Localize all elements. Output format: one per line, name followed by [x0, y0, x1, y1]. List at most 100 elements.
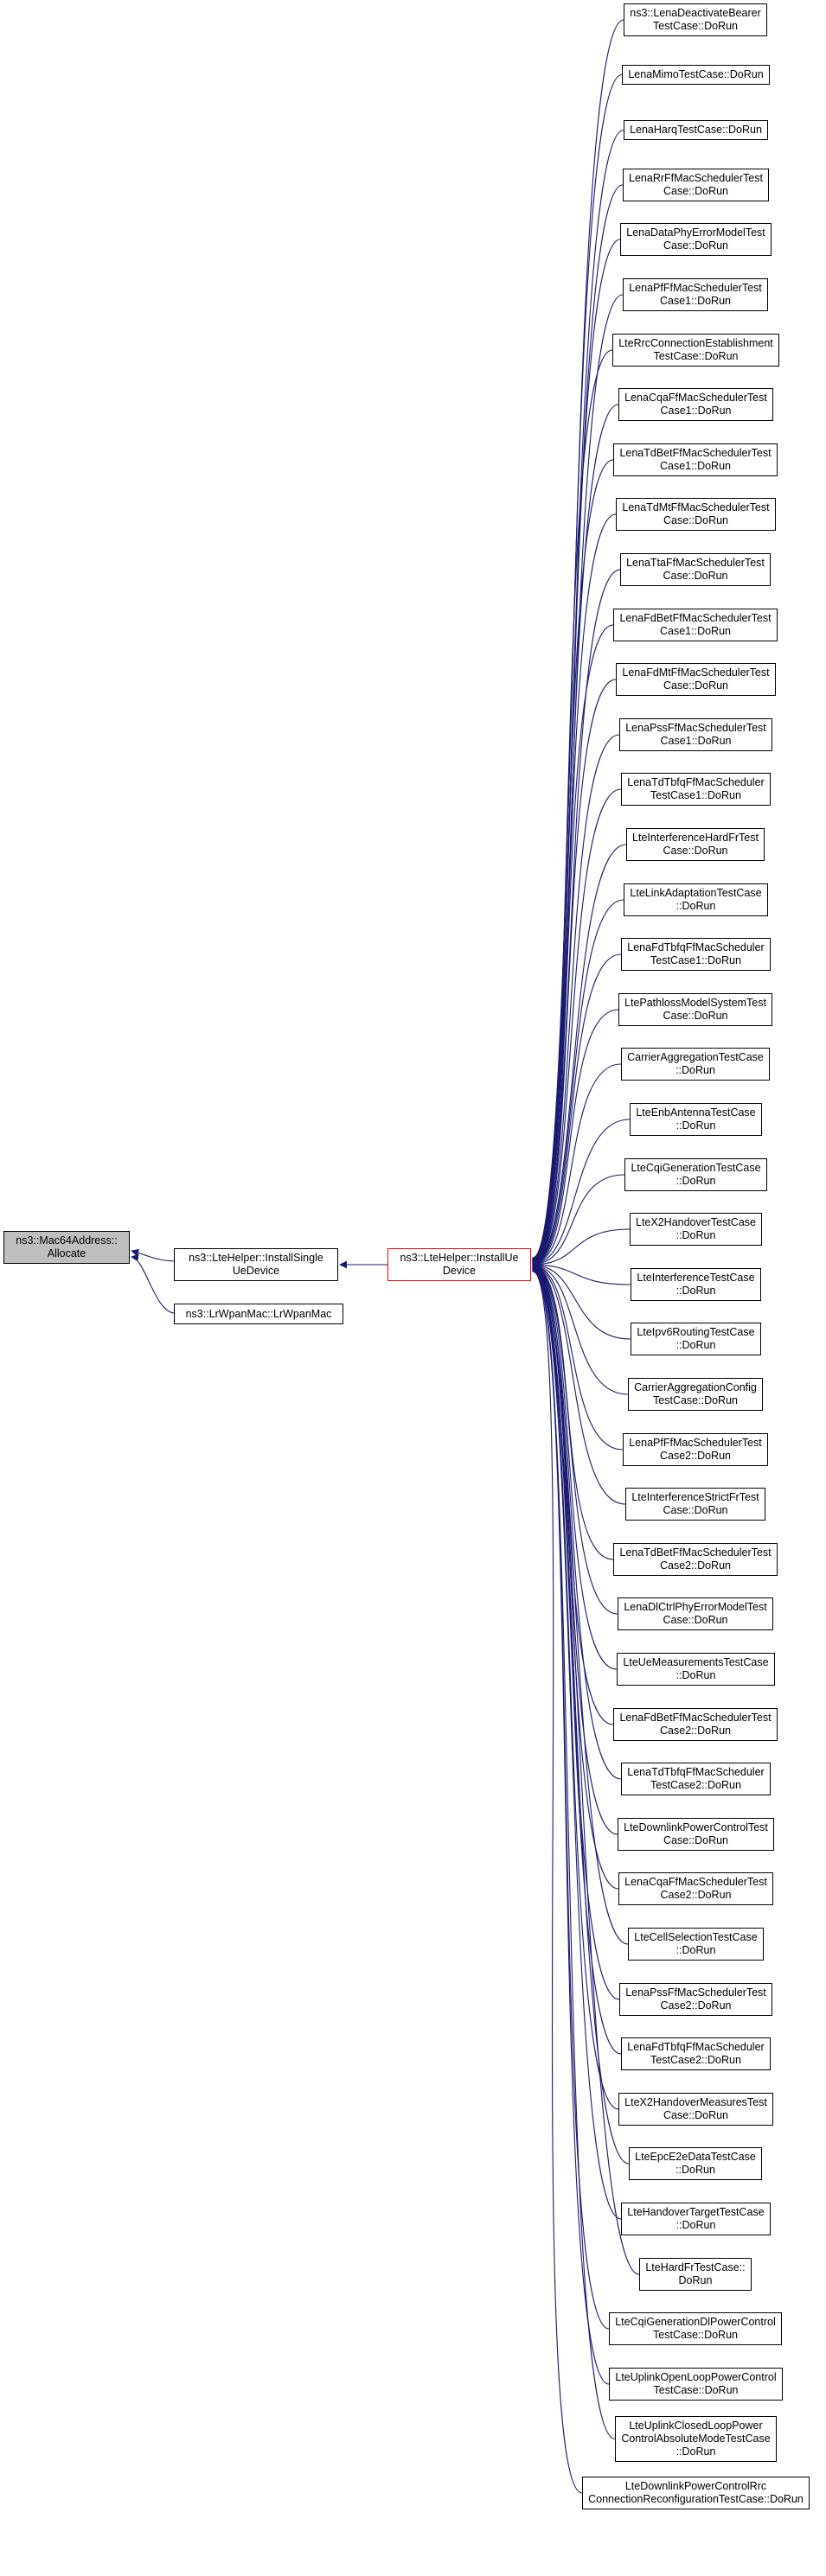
- edge-lteipv6routingtestcase-dorun-to-installuedevice: [532, 1261, 631, 1340]
- edge-ltedownlinkpowercontrolrrcconnectionreconfigurationtestcase-dorun-to-installuedevice: [532, 1267, 583, 2494]
- edge-installsingleuedevice-to-allocate: [131, 1248, 175, 1262]
- caller-node-lenaharqtestcase-dorun[interactable]: LenaHarqTestCase::DoRun: [624, 120, 768, 140]
- node-label-line: ::DoRun: [676, 2164, 715, 2176]
- node-label-line: LenaFdBetFfMacSchedulerTest: [619, 1712, 772, 1724]
- caller-node-lenamimotestcase-dorun[interactable]: LenaMimoTestCase::DoRun: [622, 65, 770, 85]
- node-label-line: Allocate: [47, 1247, 86, 1259]
- node-label-line: Case1::DoRun: [660, 460, 731, 472]
- node-label-line: LteUplinkOpenLoopPowerControl: [615, 2371, 777, 2383]
- caller-node-ltex2handovertestcase-dorun[interactable]: LteX2HandoverTestCase::DoRun: [630, 1213, 762, 1246]
- node-mac64address-allocate: ns3::Mac64Address::Allocate: [3, 1231, 130, 1264]
- node-label-line: ns3::LrWpanMac::LrWpanMac: [185, 1307, 332, 1320]
- node-label-line: ::DoRun: [676, 1944, 716, 1956]
- node-label-line: LteUplinkClosedLoopPower: [629, 2420, 763, 2432]
- node-label-line: Case1::DoRun: [660, 405, 732, 417]
- node-label-line: LteUeMeasurementsTestCase: [623, 1656, 769, 1668]
- node-lrwpanmac-lrwpanmac[interactable]: ns3::LrWpanMac::LrWpanMac: [174, 1304, 343, 1324]
- edge-ltecqigenerationtestcase-dorun-to-installuedevice: [532, 1174, 625, 1268]
- caller-node-ltelinkadaptationtestcase-dorun[interactable]: LteLinkAdaptationTestCase::DoRun: [624, 883, 768, 916]
- node-label-line: ns3::LenaDeactivateBearer: [630, 7, 761, 19]
- edge-lenapfffmacschedulertestcase2-dorun-to-installuedevice: [532, 1261, 624, 1451]
- caller-node-ltecellselectiontestcase-dorun[interactable]: LteCellSelectionTestCase::DoRun: [628, 1928, 764, 1961]
- node-label-line: TestCase1::DoRun: [650, 789, 741, 801]
- node-label-line: LenaTdMtFfMacSchedulerTest: [622, 501, 770, 513]
- caller-node-lteuemeasurementstestcase-dorun[interactable]: LteUeMeasurementsTestCase::DoRun: [617, 1653, 775, 1686]
- node-label-line: LenaPfFfMacSchedulerTest: [629, 282, 762, 294]
- node-label-line: LenaDlCtrlPhyErrorModelTest: [624, 1601, 767, 1613]
- edge-ltepathlossmodelsystemtestcase-dorun-to-installuedevice: [532, 1009, 619, 1267]
- edge-ltedownlinkpowercontroltestcase-dorun-to-installuedevice: [532, 1264, 618, 1835]
- caller-node-lteenbantennatestcase-dorun[interactable]: LteEnbAntennaTestCase::DoRun: [630, 1103, 762, 1136]
- node-label-line: Device: [442, 1265, 477, 1277]
- node-label-line: LenaHarqTestCase::DoRun: [630, 124, 762, 136]
- edge-ltecellselectiontestcase-dorun-to-installuedevice: [532, 1264, 629, 1945]
- node-label-line: TestCase2::DoRun: [650, 1779, 741, 1791]
- caller-node-lteepce2edatatestcase-dorun[interactable]: LteEpcE2eDataTestCase::DoRun: [629, 2147, 762, 2180]
- caller-node-carrieraggregationtestcase-dorun[interactable]: CarrierAggregationTestCase::DoRun: [621, 1048, 770, 1081]
- node-label-line: Case2::DoRun: [660, 1725, 731, 1737]
- caller-node-ltehandovertargettestcase-dorun[interactable]: LteHandoverTargetTestCase::DoRun: [621, 2203, 771, 2235]
- node-label-line: LteDownlinkPowerControlRrc: [624, 2480, 767, 2492]
- node-label-line: LtePathlossModelSystemTest: [624, 997, 766, 1009]
- node-label-line: LenaTdTbfqFfMacScheduler: [627, 1766, 765, 1778]
- node-label-line: LenaRrFfMacSchedulerTest: [629, 172, 763, 184]
- edge-ltelinkadaptationtestcase-dorun-to-installuedevice: [532, 899, 624, 1267]
- caller-node-ltecqigenerationtestcase-dorun[interactable]: LteCqiGenerationTestCase::DoRun: [624, 1158, 767, 1191]
- edge-lenaharqtestcase-dorun-to-installuedevice: [532, 129, 624, 1263]
- edge-lterrcconnectionestablishmenttestcase-dorun-to-installuedevice: [532, 349, 613, 1264]
- node-label-line: Case::DoRun: [663, 1504, 728, 1516]
- node-label-line: ConnectionReconfigurationTestCase::DoRun: [588, 2493, 804, 2505]
- node-label-line: ControlAbsoluteModeTestCase: [621, 2433, 771, 2445]
- node-label-line: LenaCqaFfMacSchedulerTest: [624, 392, 767, 404]
- node-label-line: Case::DoRun: [663, 239, 729, 252]
- node-label-line: LenaDataPhyErrorModelTest: [626, 226, 765, 239]
- node-label-line: Case2::DoRun: [660, 1450, 731, 1462]
- node-label-line: ns3::LteHelper::InstallUe: [400, 1252, 519, 1264]
- caller-node-lteipv6routingtestcase-dorun[interactable]: LteIpv6RoutingTestCase::DoRun: [631, 1323, 761, 1355]
- edge-lteuemeasurementstestcase-dorun-to-installuedevice: [532, 1263, 618, 1670]
- node-label-line: LteRrcConnectionEstablishment: [618, 337, 773, 349]
- node-label-line: ::DoRun: [676, 2219, 716, 2231]
- caller-node-lteinterferencetestcase-dorun[interactable]: LteInterferenceTestCase::DoRun: [631, 1268, 761, 1301]
- caller-node-ltehardfrtestcase-dorun[interactable]: LteHardFrTestCase::DoRun: [639, 2258, 752, 2291]
- node-label-line: ns3::Mac64Address::: [16, 1234, 118, 1247]
- node-label-line: ::DoRun: [676, 1175, 716, 1187]
- node-label-line: TestCase::DoRun: [653, 20, 738, 32]
- edge-lenafdtbfqffmacschedulertestcase2-dorun-to-installuedevice: [532, 1265, 622, 2055]
- node-label-line: DoRun: [678, 2274, 713, 2286]
